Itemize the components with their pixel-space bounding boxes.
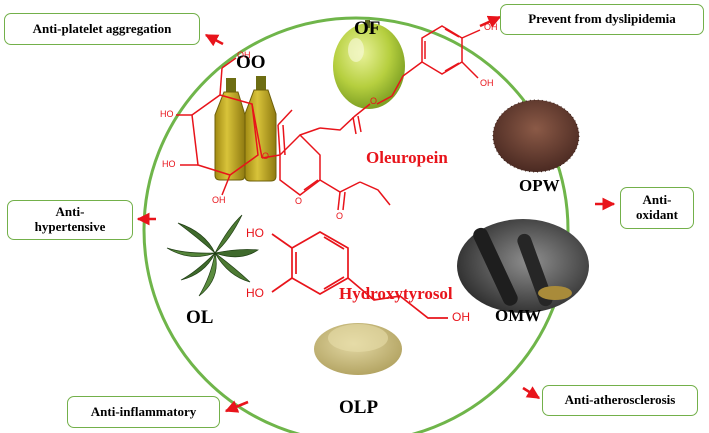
arrow-inflammatory <box>224 400 249 413</box>
pomace-waste-image <box>492 99 580 173</box>
effect-box-antioxidant: Anti-oxidant <box>620 187 694 229</box>
glucose-ho-2: HO <box>160 109 174 119</box>
effect-label-anti-platelet: Anti-platelet aggregation <box>32 20 172 36</box>
oleuropein-o-ester: O <box>370 96 378 106</box>
arrow-atherosclerosis <box>522 386 541 400</box>
source-label-of: OF <box>354 18 381 39</box>
glucose-oh-4: OH <box>212 195 226 205</box>
source-label-opw: OPW <box>519 176 560 195</box>
effect-box-atherosclerosis: Anti-atherosclerosis <box>542 385 698 416</box>
effect-box-anti-platelet: Anti-platelet aggregation <box>4 13 200 45</box>
olive-fruit-image <box>333 20 405 109</box>
oleuropein-o-ring: O <box>295 196 303 206</box>
oleuropein-structure <box>176 25 481 211</box>
arrows <box>136 15 616 413</box>
mill-wastewater-image <box>457 219 589 313</box>
effect-label-dyslipidemia: Prevent from dyslipidemia <box>528 11 676 27</box>
source-label-oo: OO <box>236 52 266 73</box>
oleuropein-oh-1: OH <box>484 22 498 32</box>
main-circle <box>142 16 570 433</box>
glucose-oh-1: OH <box>237 50 251 60</box>
effect-box-dyslipidemia: Prevent from dyslipidemia <box>500 4 704 35</box>
effect-label-hypertensive: Anti-hypertensive <box>34 204 106 234</box>
hydroxytyrosol-structure <box>271 231 448 319</box>
effect-label-inflammatory: Anti-inflammatory <box>90 403 197 419</box>
effect-box-inflammatory: Anti-inflammatory <box>67 396 220 428</box>
oleuropein-o-glyco: O <box>262 151 270 161</box>
hydroxytyrosol-ho-2: HO <box>246 286 264 300</box>
source-label-ol: OL <box>186 307 214 328</box>
hydroxytyrosol-oh: OH <box>452 310 470 324</box>
arrow-dyslipidemia <box>479 15 502 28</box>
glucose-ho-3: HO <box>162 159 176 169</box>
hydroxytyrosol-label: Hydroxytyrosol <box>339 284 453 303</box>
source-label-olp: OLP <box>339 397 379 418</box>
olive-leaves-image <box>166 214 259 297</box>
leaf-powder-image <box>314 323 402 375</box>
source-label-omw: OMW <box>495 306 542 325</box>
effect-label-atherosclerosis: Anti-atherosclerosis <box>564 392 676 408</box>
hydroxytyrosol-ho-1: HO <box>246 226 264 240</box>
olive-oil-bottles-image <box>214 76 277 182</box>
oleuropein-o-methyl: O <box>336 211 344 221</box>
oleuropein-label: Oleuropein <box>366 148 448 167</box>
arrow-anti-platelet <box>204 33 224 47</box>
oleuropein-oh-2: OH <box>480 78 494 88</box>
effect-box-hypertensive: Anti-hypertensive <box>7 200 133 240</box>
effect-label-antioxidant: Anti-oxidant <box>636 192 678 222</box>
